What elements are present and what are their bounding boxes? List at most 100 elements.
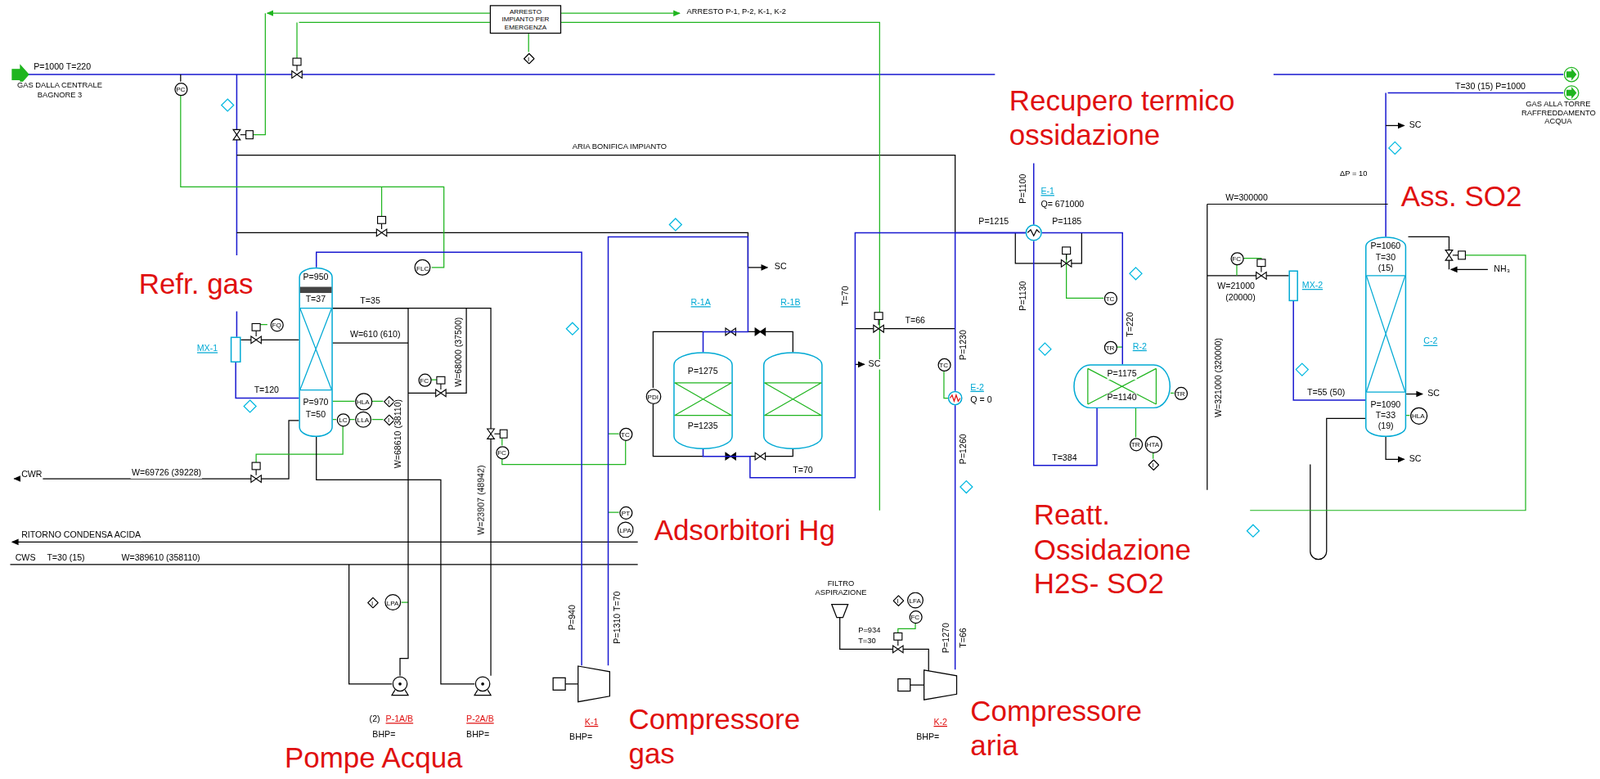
- valve-symbol: [251, 462, 261, 476]
- node-text: TC: [620, 430, 630, 438]
- line-label: RITORNO CONDENSA ACIDA: [20, 530, 142, 541]
- compressor-symbol: K-2BHP=: [923, 669, 958, 700]
- node-text: (15): [1378, 263, 1394, 274]
- process-line: [1015, 232, 1082, 263]
- process-line: [240, 308, 491, 676]
- node-text: ARRESTO IMPIANTO PER EMERGENZA: [494, 8, 558, 32]
- line-label: T=220: [1125, 310, 1136, 338]
- node-text: T=37: [305, 295, 326, 306]
- line-label: NH₃: [1492, 264, 1511, 275]
- node-text: PDI: [647, 392, 660, 400]
- node-text: E-2: [970, 382, 985, 393]
- valve-symbol: [377, 215, 387, 230]
- equipment-detail: [1566, 68, 1577, 99]
- node-text: P=970: [303, 398, 329, 409]
- line-label: (20000): [1224, 292, 1257, 303]
- section-title: Adsorbitori Hg: [652, 512, 836, 548]
- line-label: T=70: [840, 284, 851, 307]
- signal-line: [559, 13, 680, 14]
- node-text: HLA: [1411, 411, 1425, 419]
- column-vessel: P=950T=37P=970T=50: [299, 267, 333, 437]
- pump-symbol: (2)P-1A/BBHP=: [391, 675, 409, 693]
- shape-outline: [474, 675, 491, 693]
- signal-line: [267, 13, 494, 14]
- section-title: Refr. gas: [137, 267, 254, 302]
- line-label: T=66: [903, 316, 926, 327]
- equipment-detail: [831, 604, 849, 618]
- line-label: SC: [773, 262, 788, 273]
- instrument-bubble: TC: [1103, 291, 1117, 305]
- node-text: FC: [1231, 254, 1241, 262]
- node-text: BHP=: [569, 732, 593, 743]
- instrument-bubble: LPA: [384, 593, 401, 611]
- instrument-bubble: PDI: [645, 388, 661, 405]
- line-label: W=389610 (358110): [120, 552, 202, 563]
- line-label: SC: [1408, 453, 1423, 464]
- process-line: [1406, 393, 1423, 395]
- node-text: C-2: [1423, 337, 1438, 347]
- note-label: GAS ALLA TORRE RAFFREDDAMENTO ACQUA: [1520, 99, 1596, 126]
- instrument-bubble: FC: [908, 609, 922, 623]
- process-line: [179, 74, 181, 82]
- interlock-diamond: I: [522, 52, 535, 64]
- process-connector: [1293, 301, 1366, 400]
- process-line: [1385, 125, 1404, 126]
- column-vessel: C-2P=1060T=30(15)P=1090T=33(19): [1365, 236, 1407, 437]
- section-title: Compressore gas: [627, 701, 809, 771]
- process-line: [13, 420, 299, 479]
- line-label: SC: [867, 359, 881, 369]
- process-line: [1451, 269, 1488, 270]
- process-connector: [608, 236, 749, 666]
- valve-symbol: [494, 429, 508, 438]
- node-text: R-1B: [780, 297, 800, 308]
- line-label: T=35: [359, 296, 382, 306]
- node-text: MX-2: [1302, 280, 1323, 291]
- instrument-bubble: TR: [1103, 340, 1117, 354]
- node-text: TR: [1176, 389, 1186, 397]
- instrument-bubble: FC: [495, 445, 509, 459]
- process-line: [854, 364, 864, 365]
- equipment-detail: [12, 65, 1579, 692]
- section-title: Ass. SO2: [1400, 179, 1524, 215]
- line-label: W=23907 (48942): [476, 463, 487, 536]
- node-text: BHP=: [466, 729, 490, 740]
- instrument-bubble: TC: [619, 426, 633, 441]
- process-connector: [1042, 232, 1124, 365]
- node-text: K-1: [584, 717, 599, 728]
- node-text: T=33: [1375, 411, 1396, 422]
- line-label: P=940: [567, 603, 578, 631]
- line-label: P=1100: [1018, 172, 1029, 205]
- shape-outline: [230, 337, 241, 363]
- signal-line: [502, 433, 626, 513]
- mixer: MX-1: [230, 337, 241, 363]
- instrument-bubble: TC: [937, 357, 951, 371]
- line-label: W=300000: [1224, 193, 1269, 203]
- shape-outline: [923, 669, 958, 700]
- process-connector: [1033, 240, 1097, 465]
- line-label: P=1270: [941, 621, 952, 654]
- instrument-bubble: TR: [1128, 437, 1142, 451]
- line-label: P=1185: [1051, 217, 1084, 228]
- line-label: P=1230: [959, 328, 970, 361]
- node-text: PC: [175, 85, 185, 93]
- valve-symbol: [1060, 259, 1071, 267]
- section-title: Compressore aria: [969, 693, 1151, 763]
- node-text: FC: [910, 612, 920, 621]
- instrument-bubble: FQ: [269, 318, 284, 332]
- node-text: I: [897, 596, 899, 604]
- note-label: GAS DALLA CENTRALE BAGNORE 3: [9, 81, 109, 100]
- node-text: HLA: [356, 397, 370, 405]
- gas-line: [26, 74, 1564, 338]
- node-text: FLC: [416, 263, 429, 271]
- node-text: LC: [338, 415, 347, 423]
- line-label: T=70: [791, 465, 814, 476]
- valve-symbol: [1445, 250, 1453, 261]
- shape-outline: [948, 391, 962, 405]
- shutdown-box: ARRESTO IMPIANTO PER EMERGENZA: [489, 4, 562, 34]
- shape-outline: [1025, 224, 1043, 241]
- node-text: R-1A: [691, 297, 711, 308]
- line-label: T=55 (50): [1306, 387, 1347, 398]
- process-line: [12, 541, 639, 543]
- note-label: P=934: [857, 626, 882, 636]
- node-text: LFA: [909, 596, 922, 604]
